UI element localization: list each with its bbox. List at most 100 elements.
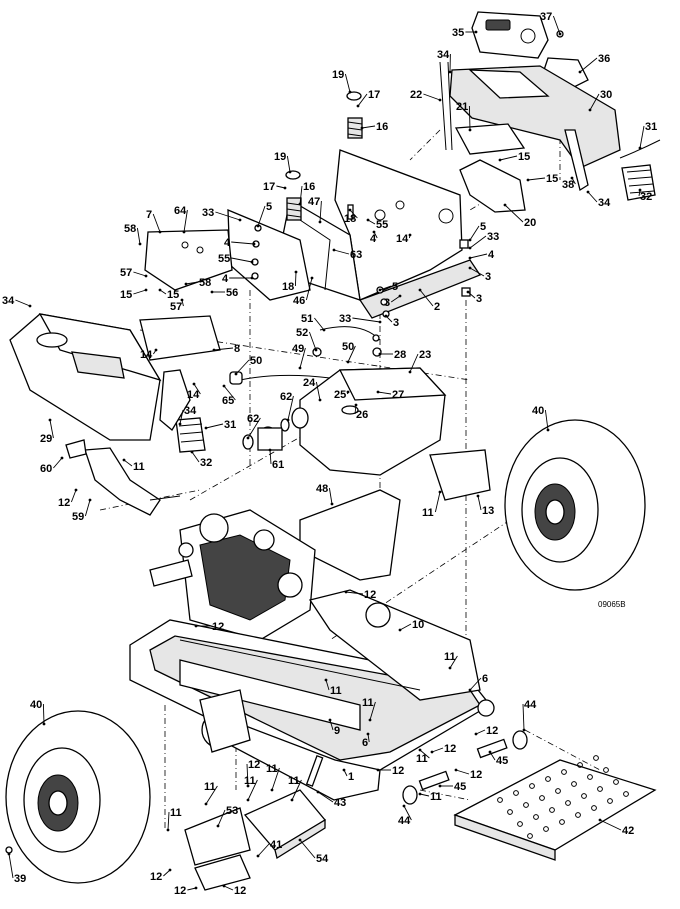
callout-42: 42 <box>622 825 634 837</box>
leader-dot <box>256 854 260 858</box>
callout-9: 9 <box>334 725 340 737</box>
leader-dot <box>222 884 226 888</box>
footplate-hole <box>607 798 613 804</box>
callout-12: 12 <box>234 885 246 897</box>
callout-12: 12 <box>58 497 70 509</box>
callout-11: 11 <box>416 753 428 765</box>
leader-dot <box>346 390 350 394</box>
callout-60: 60 <box>40 463 52 475</box>
leader-dot <box>122 458 126 462</box>
leader-dot <box>316 790 320 794</box>
leader-line-48 <box>328 487 333 505</box>
leader-dot <box>158 288 162 292</box>
leader-dot <box>468 246 472 250</box>
leader-dot <box>298 366 302 370</box>
leader-line-41 <box>257 843 270 857</box>
leader-dot <box>468 256 472 260</box>
callout-15: 15 <box>167 289 179 301</box>
callout-12: 12 <box>470 769 482 781</box>
callout-1: 1 <box>348 771 354 783</box>
leader-line-29 <box>49 419 54 439</box>
footplate-hole <box>623 791 629 797</box>
leader-dot <box>378 320 382 324</box>
callout-33: 33 <box>339 313 351 325</box>
callout-20: 20 <box>524 217 536 229</box>
leader-dot <box>322 328 326 332</box>
callout-18: 18 <box>344 213 356 225</box>
leader-dot <box>376 768 380 772</box>
leader-line-13 <box>477 495 482 511</box>
leader-line-16 <box>299 185 303 205</box>
callout-17: 17 <box>263 181 275 193</box>
leader-dot <box>74 488 78 492</box>
callout-49: 49 <box>292 343 304 355</box>
leader-dot <box>290 798 294 802</box>
leader-line-5 <box>469 225 480 241</box>
leader-line-3 <box>385 315 393 323</box>
leader-dot <box>144 288 148 292</box>
footplate-hole <box>587 774 593 780</box>
footplate-hole <box>527 833 533 839</box>
leader-dot <box>180 298 184 302</box>
leader-line-11 <box>271 767 280 791</box>
leader-line-34 <box>179 409 184 425</box>
callout-62: 62 <box>280 391 292 403</box>
leader-line-11 <box>205 785 218 805</box>
callout-12: 12 <box>248 759 260 771</box>
leader-line-55 <box>231 257 253 263</box>
leader-line-15 <box>133 289 147 295</box>
leader-line-37 <box>552 15 561 35</box>
callout-41: 41 <box>270 839 282 851</box>
footplate-hole <box>555 788 561 794</box>
leader-dot <box>328 718 332 722</box>
footplate-hole <box>597 786 603 792</box>
callout-3: 3 <box>393 317 399 329</box>
leader-line-11 <box>247 779 258 801</box>
leader-dot <box>194 886 198 890</box>
callout-24: 24 <box>303 377 316 389</box>
callout-12: 12 <box>174 885 186 897</box>
callout-35: 35 <box>452 27 464 39</box>
leader-line-19 <box>286 155 291 173</box>
callout-46: 46 <box>293 295 305 307</box>
leader-lines <box>7 15 645 891</box>
leader-dot <box>558 32 562 36</box>
leader-line-58 <box>136 227 141 245</box>
leader-line-59 <box>84 499 91 517</box>
callout-12: 12 <box>392 765 404 777</box>
leader-line-12 <box>246 763 249 787</box>
leader-dot <box>570 176 574 180</box>
callout-34: 34 <box>598 197 611 209</box>
callout-33: 33 <box>202 207 214 219</box>
leader-line-11 <box>434 491 441 513</box>
callout-2: 2 <box>434 301 440 313</box>
footplate-hole <box>545 776 551 782</box>
callout-11: 11 <box>266 763 278 775</box>
leader-dot <box>598 818 602 822</box>
callout-11: 11 <box>244 775 256 787</box>
footplate-hole <box>593 755 599 761</box>
leader-dot <box>212 348 216 352</box>
callout-61: 61 <box>272 459 284 471</box>
leader-dot <box>430 750 434 754</box>
callout-4: 4 <box>488 249 495 261</box>
callout-40: 40 <box>30 699 42 711</box>
leader-dot <box>402 804 406 808</box>
footplate-hole <box>533 814 539 820</box>
leader-dot <box>268 448 272 452</box>
leader-dot <box>342 768 346 772</box>
leader-line-12 <box>345 591 364 595</box>
callout-12: 12 <box>486 725 498 737</box>
leader-dot <box>144 274 148 278</box>
leader-line-58 <box>185 281 199 285</box>
callout-4: 4 <box>224 237 231 249</box>
air-intake <box>242 407 309 451</box>
footplate-hole <box>561 769 567 775</box>
leader-dot <box>438 490 442 494</box>
leader-dot <box>468 688 472 692</box>
leader-dot <box>384 314 388 318</box>
footplate-hole <box>513 790 519 796</box>
callout-45: 45 <box>454 781 466 793</box>
